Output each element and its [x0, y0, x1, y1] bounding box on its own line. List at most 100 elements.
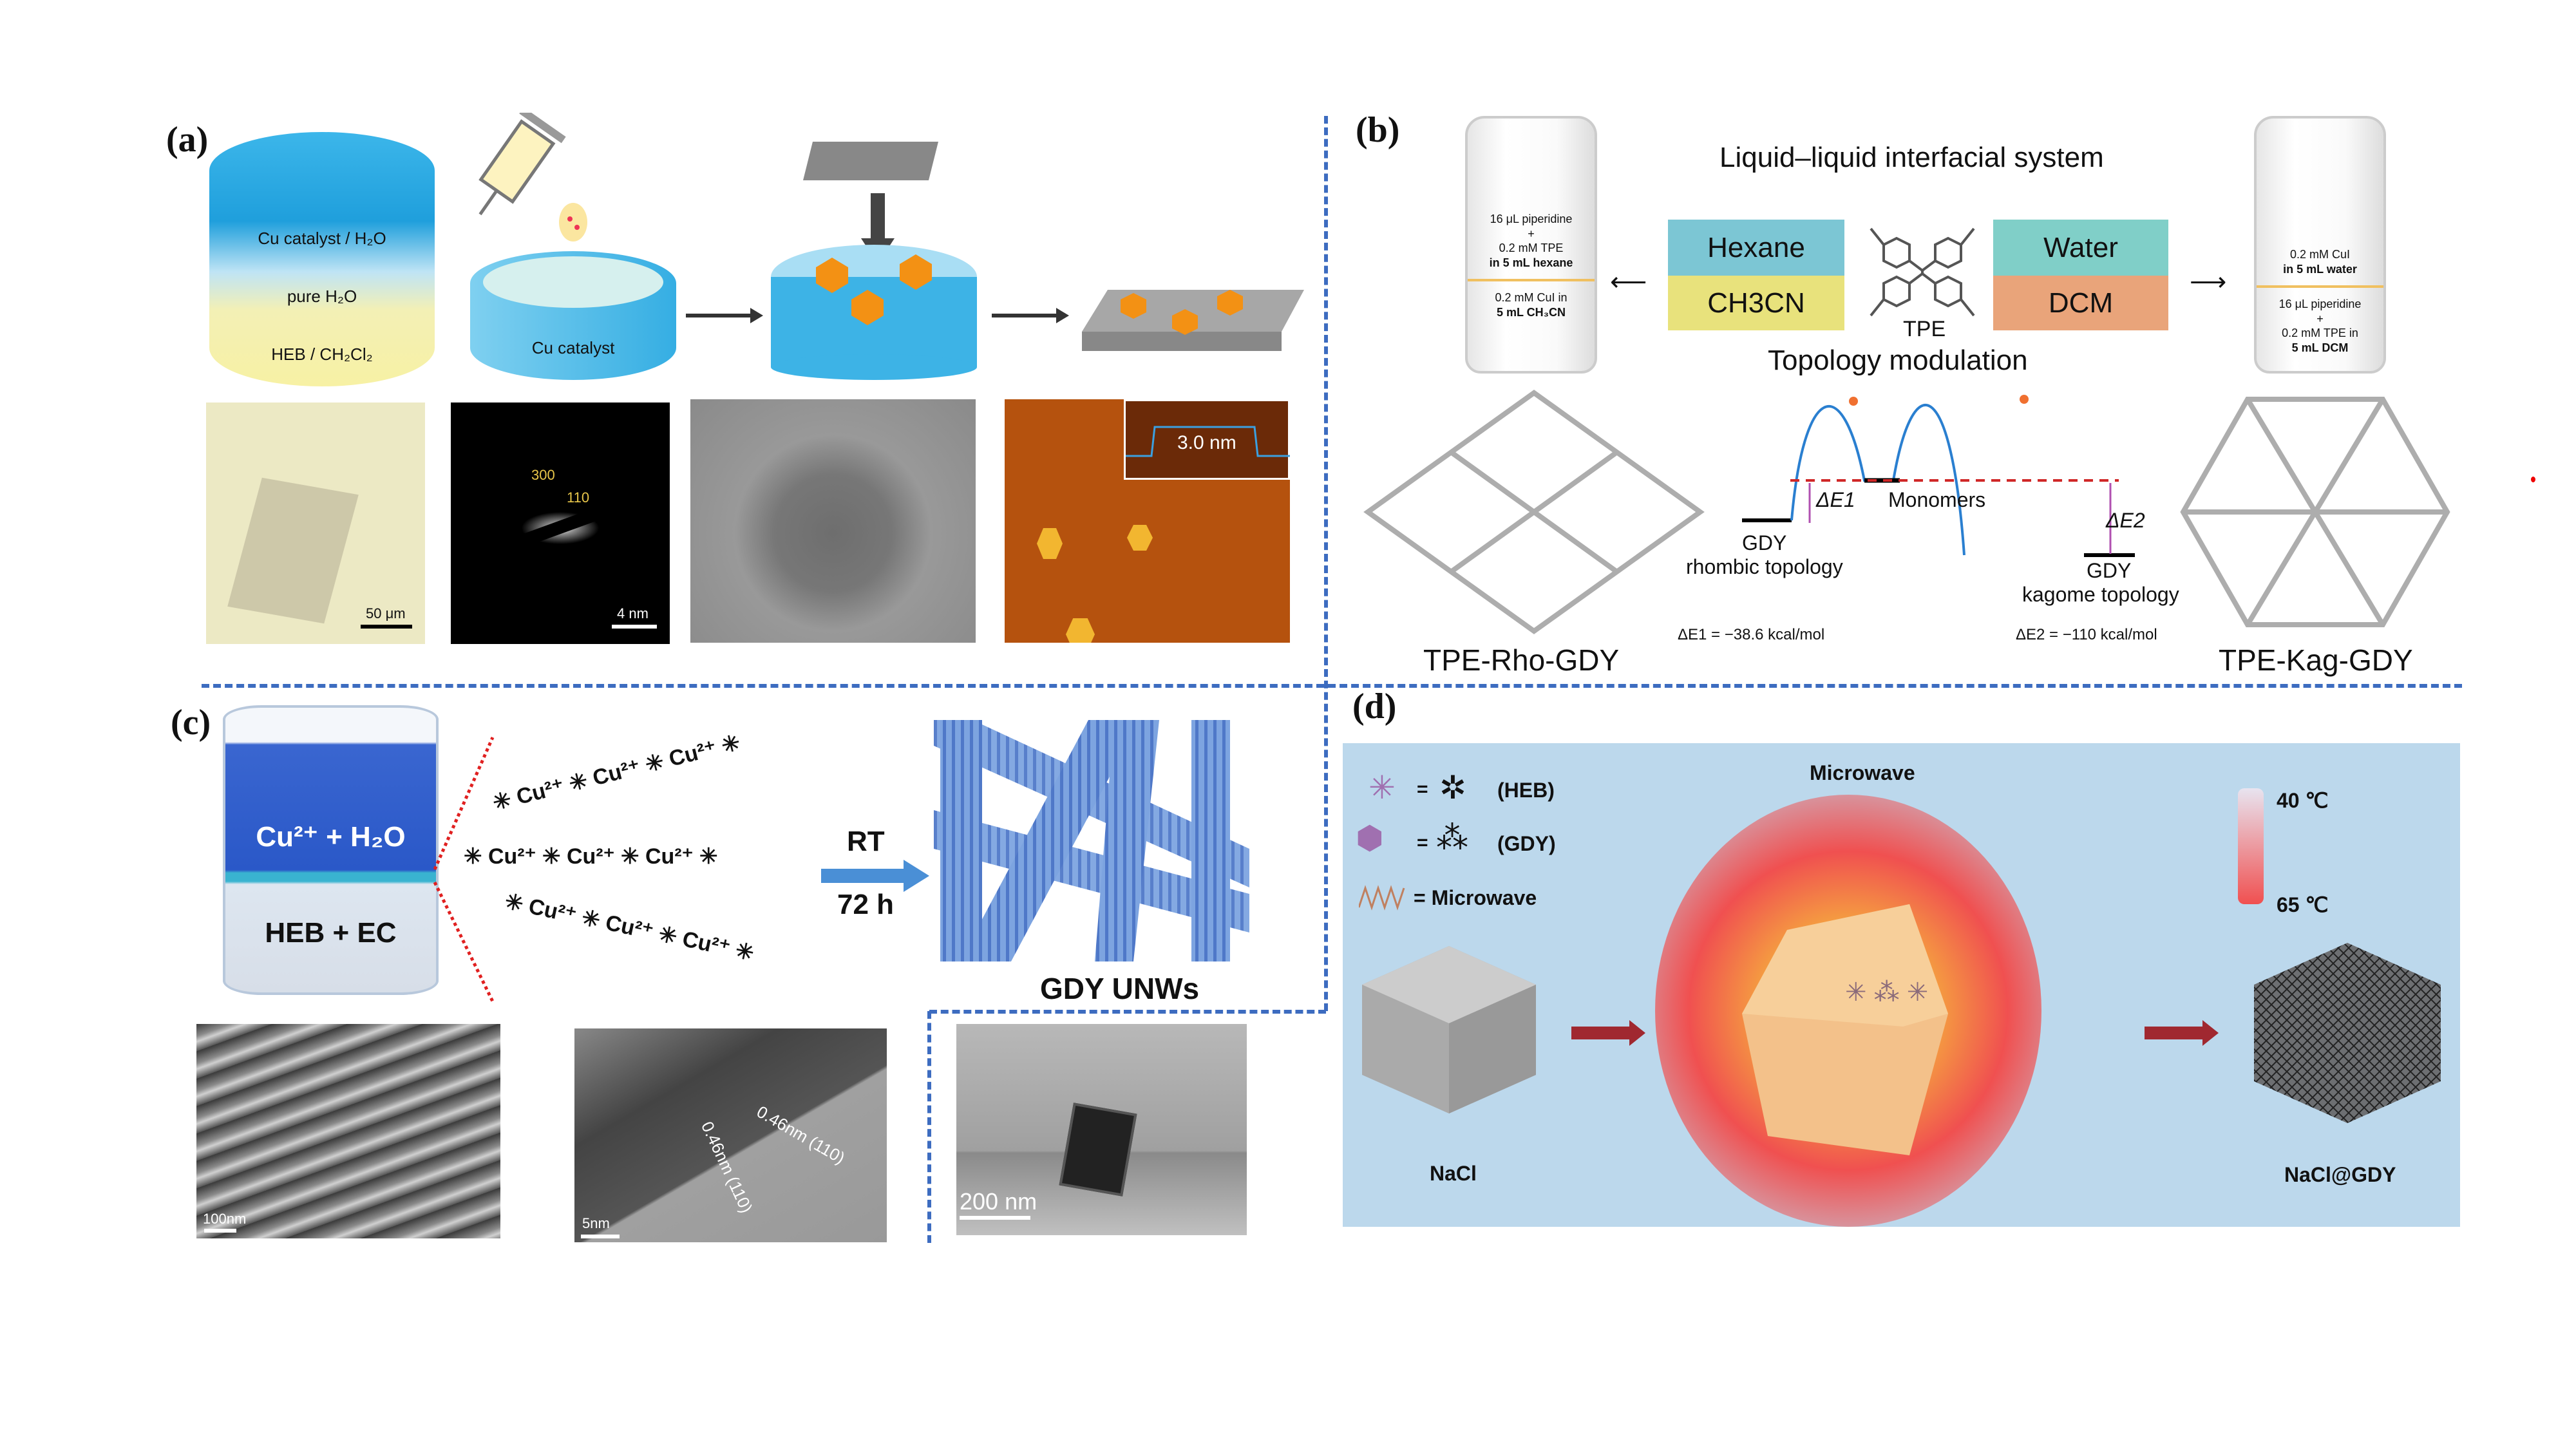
layer-heb: HEB / CH₂Cl₂ [271, 345, 373, 364]
cu-ion: Cu²⁺ [603, 910, 656, 945]
panel-b-subtitle: Topology modulation [1768, 345, 2028, 376]
scalebar-label: 100nm [203, 1211, 247, 1227]
nacl-gdy-cube [2254, 943, 2441, 1123]
panel-label-d: (d) [1352, 687, 1397, 726]
cu-ion: Cu²⁺ [645, 844, 694, 869]
tem-nacl-image: 200 nm [956, 1024, 1247, 1235]
tpe-label: TPE [1903, 317, 1946, 341]
legend-heb-label: (HEB) [1497, 779, 1555, 802]
vial-text: 0.2 mM CuI in [1495, 291, 1567, 304]
gdy-structure-icon: ⁂ [1436, 820, 1468, 856]
beaker-top-layer: Cu²⁺ + H₂O [256, 821, 406, 853]
vial-text: 0.2 mM TPE in [2282, 327, 2358, 339]
tpe-molecule-icon [1870, 227, 1975, 317]
legend-eq: = [1417, 779, 1428, 800]
temp-bottom-label: 65 ℃ [2277, 893, 2329, 916]
delta-e2-label: ΔE2 [2106, 509, 2145, 532]
vial-text: 16 μL piperidine [2278, 298, 2362, 310]
heb-icon: ✳ [643, 749, 667, 778]
scalebar-label: 4 nm [617, 605, 649, 621]
cu-ion: Cu²⁺ [488, 844, 536, 869]
solvent-water: Water [1993, 220, 2168, 276]
beaker-bottom-layer: HEB + EC [265, 917, 397, 949]
arrow-icon [1571, 1020, 1645, 1046]
nacl-cube [1362, 946, 1536, 1113]
kagome-topology-label: kagome topology [2022, 583, 2179, 606]
cu-ion: Cu²⁺ [566, 844, 615, 869]
heb-icon: ✳ [719, 730, 743, 759]
cu-ion: Cu²⁺ [526, 894, 579, 928]
vial-text: 16 μL piperidine [1490, 213, 1573, 225]
legend-heb-icon: ✳ [1368, 770, 1396, 806]
scalebar-label: 5nm [582, 1215, 610, 1231]
gdy-kagome-label: GDY [2087, 559, 2132, 582]
scalebar-label: 200 nm [960, 1188, 1037, 1215]
lattice-label-a: 0.46nm (110) [697, 1118, 757, 1216]
divider-horizontal-c [929, 1010, 1326, 1014]
solvent-ch3cn: CH3CN [1668, 276, 1844, 330]
vial-text: in 5 mL hexane [1489, 256, 1573, 269]
catalyst-dish: Cu catalyst [470, 251, 676, 380]
arrow-right-icon: ⟶ [2190, 268, 2227, 296]
scalebar-label: 50 μm [366, 605, 406, 621]
vial-text: 5 mL CH₃CN [1496, 305, 1566, 319]
gdy-rhombic-label: GDY [1742, 531, 1787, 554]
condition-rt: RT [847, 826, 885, 857]
legend-eq: = [1417, 832, 1428, 853]
cu-ion: Cu²⁺ [514, 774, 567, 810]
delta-e2-value: ΔE2 = −110 kcal/mol [2016, 626, 2157, 643]
syringe-icon [478, 113, 587, 242]
condition-72h: 72 h [837, 889, 895, 920]
heb-icon: ✳ [490, 787, 515, 816]
tem-image [690, 399, 976, 643]
legend-microwave-label: = Microwave [1414, 886, 1537, 909]
gdy-unws-label: GDY UNWs [1040, 972, 1200, 1005]
heated-nacl-cube: ✳ ⁂ ✳ [1742, 904, 1948, 1155]
cu-ion: Cu²⁺ [680, 927, 733, 961]
panel-b-title: Liquid–liquid interfacial system [1719, 142, 2104, 173]
dish-label: Cu catalyst [531, 338, 615, 357]
afm-image: 3.0 nm [1005, 399, 1290, 643]
saed-spot-110: 110 [567, 489, 590, 506]
divider-horizontal [202, 684, 2462, 688]
substrate-with-gdy [1082, 290, 1304, 351]
legend-gdy-label: (GDY) [1497, 832, 1556, 855]
heb-icon: ✳ [621, 844, 639, 869]
temperature-gradient-bar [2238, 788, 2264, 904]
hrtem-image: 0.46nm (110) 0.46nm (110) 5nm [574, 1028, 887, 1242]
panel-label-a: (a) [166, 120, 209, 160]
optical-image: 50 μm [206, 402, 425, 644]
kagome-network [2180, 397, 2450, 627]
heb-icon: ✳ [733, 938, 757, 966]
tpe-kag-gdy-label: TPE-Kag-GDY [2219, 643, 2413, 677]
saed-pattern: 300 110 4 nm [451, 402, 670, 644]
legend-gdy-icon: ⬢ [1356, 820, 1384, 856]
cu-ion: Cu²⁺ [666, 736, 719, 772]
gdy-nanowires [934, 720, 1249, 961]
cu-heb-chains: ✳ Cu²⁺ ✳ Cu²⁺ ✳ Cu²⁺ ✳ ✳ Cu²⁺ ✳ Cu²⁺ ✳ C… [464, 721, 818, 992]
vial-text: 0.2 mM CuI [2289, 248, 2351, 261]
microwave-title: Microwave [1810, 761, 1915, 784]
rhombic-topology-label: rhombic topology [1686, 555, 1843, 578]
heb-structure-icon: ✲ [1439, 770, 1466, 806]
vial-text: + [2316, 312, 2324, 325]
layer-cu-catalyst: Cu catalyst / H₂O [258, 229, 386, 248]
energy-diagram [1742, 395, 2135, 557]
rhombic-network [1363, 390, 1705, 634]
nacl-gdy-label: NaCl@GDY [2284, 1163, 2396, 1186]
heb-icon: ✳ [579, 905, 603, 933]
microwave-wave-icon [1359, 885, 1405, 911]
lattice-label-b: 0.46nm (110) [753, 1101, 849, 1168]
solvent-dcm: DCM [1993, 276, 2168, 330]
delta-e1-value: ΔE1 = −38.6 kcal/mol [1678, 626, 1825, 643]
sem-image: 100nm [196, 1024, 500, 1238]
microwave-synthesis-scheme: ✳ = ✲ (HEB) ⬢ = ⁂ (GDY) = Microwave NaCl… [1343, 743, 2460, 1227]
vial-text: 5 mL DCM [2291, 341, 2349, 354]
biphasic-cylinder: Cu catalyst / H₂O pure H₂O HEB / CH₂Cl₂ [209, 132, 435, 386]
beaker: Cu²⁺ + H₂O HEB + EC [223, 705, 439, 995]
panel-label-b: (b) [1356, 110, 1400, 150]
saed-spot-300: 300 [531, 467, 555, 483]
zoom-lines [433, 736, 495, 1003]
arrow-left-icon: ⟵ [1610, 268, 1647, 296]
arrow-icon [992, 308, 1069, 323]
